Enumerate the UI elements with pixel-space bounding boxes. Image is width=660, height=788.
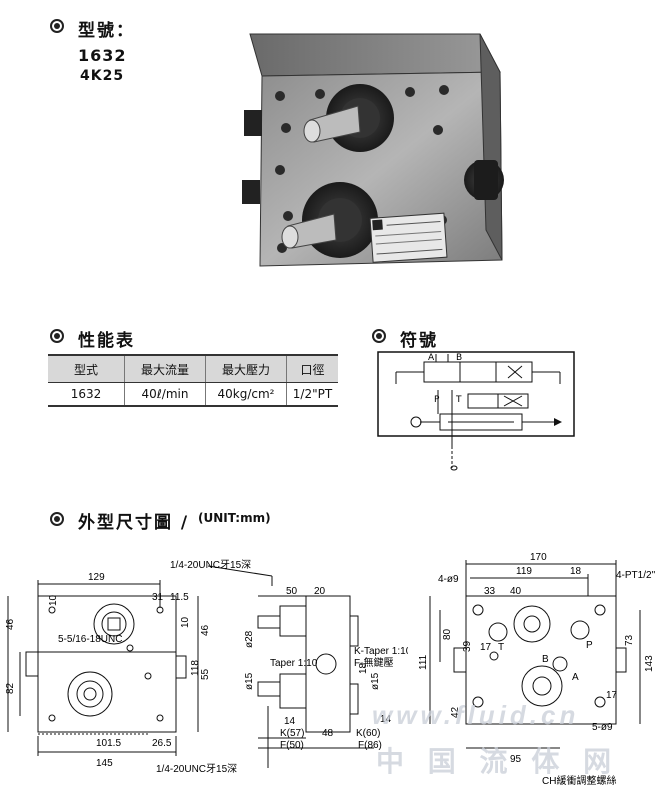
pt-label: 4-PT1/2" xyxy=(616,570,656,581)
dim-k60: K(60) xyxy=(356,728,380,739)
bullet-icon xyxy=(50,19,64,33)
dim-145: 145 xyxy=(96,758,113,769)
column-header: 口徑 xyxy=(286,354,338,383)
dim-d28: ø28 xyxy=(244,630,255,648)
bullet-icon xyxy=(50,512,64,526)
dim-46b: 46 xyxy=(200,624,211,636)
column-header: 最大流量 xyxy=(124,354,206,383)
dim-18: 18 xyxy=(358,662,369,674)
rear-port-b: B xyxy=(542,654,549,665)
table-cell: 1632 xyxy=(48,382,125,407)
dim-129: 129 xyxy=(88,572,105,583)
dim-170: 170 xyxy=(530,552,547,563)
port-p-label: P xyxy=(434,395,440,405)
table-cell: 40kg/cm² xyxy=(205,382,287,407)
model-number: 1632 xyxy=(78,46,127,65)
side-view-drawing: 1/4-20UNC牙15深 50 20 ø28 K-Taper 1:10 F-無… xyxy=(156,559,408,775)
rear-port-t: T xyxy=(498,642,504,653)
dim-11-5: 11.5 xyxy=(170,592,189,603)
dim-42: 42 xyxy=(450,706,461,718)
dim-101-5: 101.5 xyxy=(96,738,121,749)
rear-view-drawing: 170 119 18 4-PT1/2" 4-ø9 33 40 80 39 17 … xyxy=(418,552,656,787)
performance-heading: 性能表 xyxy=(78,331,135,351)
dim-80: 80 xyxy=(442,628,453,640)
dim-10b: 10 xyxy=(180,616,191,628)
dim-20: 20 xyxy=(314,586,326,597)
dim-143: 143 xyxy=(644,655,655,672)
dim-39: 39 xyxy=(462,640,473,652)
dim-50: 50 xyxy=(286,586,298,597)
bullet-icon xyxy=(50,329,64,343)
dim-14b: 14 xyxy=(380,714,392,725)
dim-82: 82 xyxy=(5,682,16,694)
rear-port-a: A xyxy=(572,672,579,683)
taper-k-label: K-Taper 1:10 xyxy=(354,646,408,657)
model-heading: 型號： xyxy=(78,21,135,41)
hydraulic-symbol: A B P T xyxy=(377,351,575,471)
dim-17a: 17 xyxy=(480,642,492,653)
model-code: 4K25 xyxy=(80,68,125,84)
unit-label: (UNIT:mm) xyxy=(198,511,271,525)
column-header: 最大壓力 xyxy=(205,354,287,383)
dim-40: 40 xyxy=(510,586,522,597)
table-header-row: 型式 最大流量 最大壓力 口徑 xyxy=(48,354,338,383)
product-photo xyxy=(242,33,504,267)
taper-label: Taper 1:10 xyxy=(270,658,318,669)
dim-k57: K(57) xyxy=(280,728,304,739)
dim-118: 118 xyxy=(190,660,201,676)
unc-top-label: 1/4-20UNC牙15深 xyxy=(170,559,251,571)
unc-bottom-label: 1/4-20UNC牙15深 xyxy=(156,763,237,775)
symbol-heading: 符號 xyxy=(400,331,438,351)
watermark-cn: 中 国 流 体 网 xyxy=(376,746,620,777)
port-b-label: B xyxy=(456,353,462,363)
thread-label: 5-5/16-18UNC xyxy=(58,634,122,645)
rear-port-p: P xyxy=(586,640,593,651)
table-cell: 40ℓ/min xyxy=(124,382,206,407)
dim-18: 18 xyxy=(570,566,582,577)
dim-f50: F(50) xyxy=(280,740,304,751)
front-view-drawing: 129 10 31 11.5 10 46 46 118 55 82 5-5/16… xyxy=(5,572,211,769)
dim-119: 119 xyxy=(516,566,532,577)
dim-55: 55 xyxy=(200,668,211,680)
dim-33: 33 xyxy=(484,586,496,597)
ch-label: CH緩衝調整螺絲 xyxy=(542,774,616,787)
dimensions-heading: 外型尺寸圖 / xyxy=(78,513,190,533)
dim-10a: 10 xyxy=(48,594,59,606)
dim-d15a: ø15 xyxy=(244,672,255,690)
port-t-label: T xyxy=(455,395,462,405)
holes-5-label: 5-ø9 xyxy=(592,722,613,733)
dim-48: 48 xyxy=(322,728,334,739)
dim-95: 95 xyxy=(510,754,522,765)
column-header: 型式 xyxy=(48,354,125,383)
dim-d15b: ø15 xyxy=(370,672,381,690)
bullet-icon xyxy=(372,329,386,343)
holes-4-label: 4-ø9 xyxy=(438,574,459,585)
table-cell: 1/2"PT xyxy=(286,382,338,407)
watermark-url: www.fluid.cn xyxy=(372,700,580,730)
dim-14a: 14 xyxy=(284,716,296,727)
dim-111: 111 xyxy=(418,654,429,670)
dim-17b: 17 xyxy=(606,690,618,701)
dim-31: 31 xyxy=(152,592,164,603)
flat-label: F-無鍵壓 xyxy=(354,656,393,669)
dim-26-5: 26.5 xyxy=(152,738,172,749)
dim-46a: 46 xyxy=(5,618,16,630)
dim-f86: F(86) xyxy=(358,740,382,751)
performance-table: 型式 最大流量 最大壓力 口徑 1632 40ℓ/min 40kg/cm² 1/… xyxy=(48,354,338,407)
dim-73: 73 xyxy=(624,634,635,646)
port-a-label: A xyxy=(428,353,435,363)
table-row: 1632 40ℓ/min 40kg/cm² 1/2"PT xyxy=(48,382,338,407)
